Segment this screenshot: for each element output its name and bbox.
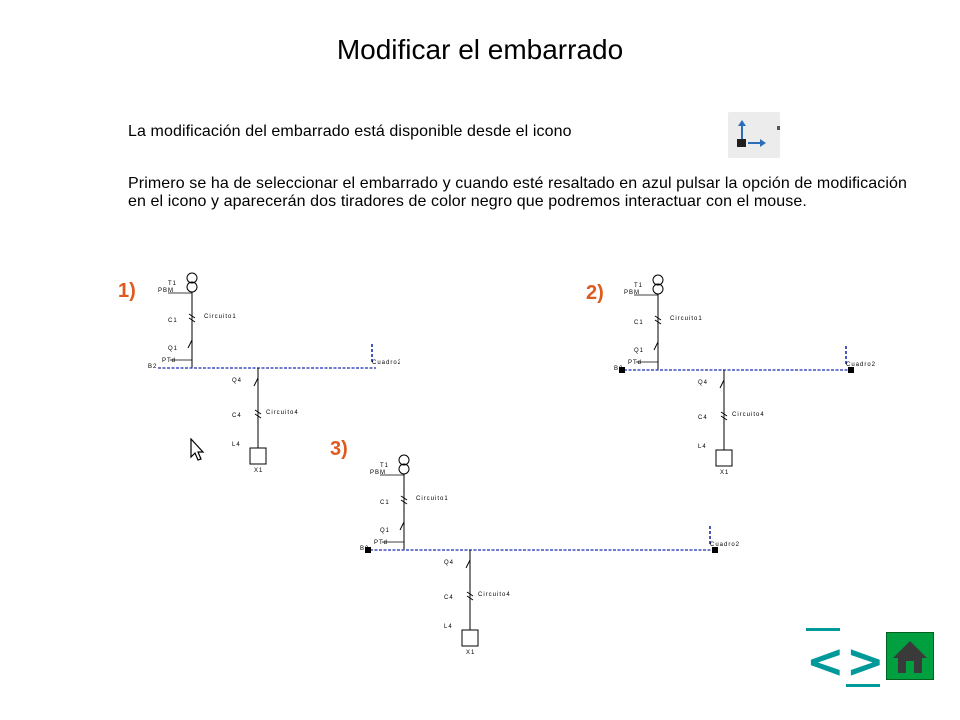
breaker-c1-label: C1 — [168, 318, 178, 324]
load-box — [461, 629, 479, 647]
switch-q4-symbol — [719, 379, 725, 389]
panel-label: Cuadro2 — [710, 542, 740, 548]
transformer-label: T1 — [380, 463, 389, 469]
load-box — [715, 449, 733, 467]
circuit-4-label: Circuito4 — [478, 592, 511, 598]
switch-q4-symbol — [465, 559, 471, 569]
busbar-label: B2 — [360, 546, 369, 552]
busbar-handle-left — [365, 547, 371, 553]
home-icon — [893, 641, 927, 673]
breaker-c4-symbol — [254, 409, 262, 419]
step-label-3: 3) — [330, 438, 348, 460]
load-box — [249, 447, 267, 465]
transformer-label: T1 — [168, 281, 177, 287]
switch-q4-symbol — [253, 377, 259, 387]
breaker-c4-label: C4 — [232, 413, 242, 419]
node-ptd-label: PTd — [628, 360, 642, 366]
busbar-label: B2 — [614, 366, 623, 372]
circuit-1-label: Circuito1 — [204, 314, 237, 320]
switch-q1-symbol — [653, 341, 659, 351]
busbar-handle-left — [619, 367, 625, 373]
breaker-c1-symbol — [188, 313, 196, 323]
step-label-2: 2) — [586, 282, 604, 304]
breaker-c1-symbol — [654, 315, 662, 325]
next-button[interactable]: > — [846, 634, 885, 688]
switch-q4-label: Q4 — [232, 378, 242, 384]
node-ptd-label: PTd — [162, 358, 176, 364]
transformer-node-label: PBM — [158, 288, 174, 294]
nav-prev-underline — [806, 628, 840, 631]
transformer-coil-top — [652, 274, 664, 286]
circuit-4-label: Circuito4 — [732, 412, 765, 418]
breaker-c1-symbol — [400, 495, 408, 505]
switch-q4-label: Q4 — [698, 380, 708, 386]
busbar-handle-right — [712, 547, 718, 553]
panel-label: Cuadro2 — [846, 362, 876, 368]
mouse-pointer-icon — [190, 438, 205, 461]
switch-q1-label: Q1 — [634, 348, 644, 354]
switch-q1-label: Q1 — [168, 346, 178, 352]
page-title: Modificar el embarrado — [336, 34, 624, 65]
transformer-node-label: PBM — [624, 290, 640, 296]
load-label: X1 — [254, 468, 263, 474]
line-l4-label: L4 — [232, 442, 241, 448]
instructions-text: Primero se ha de seleccionar el embarrad… — [128, 175, 908, 210]
intro-text: La modificación del embarrado está dispo… — [128, 123, 572, 140]
prev-button[interactable]: < — [806, 634, 845, 688]
circuit-1-label: Circuito1 — [670, 316, 703, 322]
load-label: X1 — [466, 650, 475, 656]
breaker-c4-label: C4 — [444, 595, 454, 601]
line-l4-label: L4 — [698, 444, 707, 450]
transformer-node-label: PBM — [370, 470, 386, 476]
circuit-4-label: Circuito4 — [266, 410, 299, 416]
switch-q1-symbol — [399, 521, 405, 531]
switch-q4-label: Q4 — [444, 560, 454, 566]
node-ptd-label: PTd — [374, 540, 388, 546]
line-l4-label: L4 — [444, 624, 453, 630]
modify-busbar-icon[interactable] — [728, 112, 780, 158]
circuit-1-label: Circuito1 — [416, 496, 449, 502]
transformer-coil-top — [398, 454, 410, 466]
breaker-c1-label: C1 — [380, 500, 390, 506]
load-label: X1 — [720, 470, 729, 476]
transformer-label: T1 — [634, 283, 643, 289]
switch-q1-symbol — [187, 339, 193, 349]
nav-next-underline — [846, 684, 880, 687]
busbar-label: B2 — [148, 364, 157, 370]
step-label-1: 1) — [118, 280, 136, 302]
breaker-c1-label: C1 — [634, 320, 644, 326]
panel-label: Cuadro2 — [372, 360, 400, 366]
breaker-c4-label: C4 — [698, 415, 708, 421]
switch-q1-label: Q1 — [380, 528, 390, 534]
home-button[interactable] — [886, 632, 934, 680]
breaker-c4-symbol — [720, 411, 728, 421]
busbar-handle-right — [848, 367, 854, 373]
transformer-coil-top — [186, 272, 198, 284]
breaker-c4-symbol — [466, 591, 474, 601]
